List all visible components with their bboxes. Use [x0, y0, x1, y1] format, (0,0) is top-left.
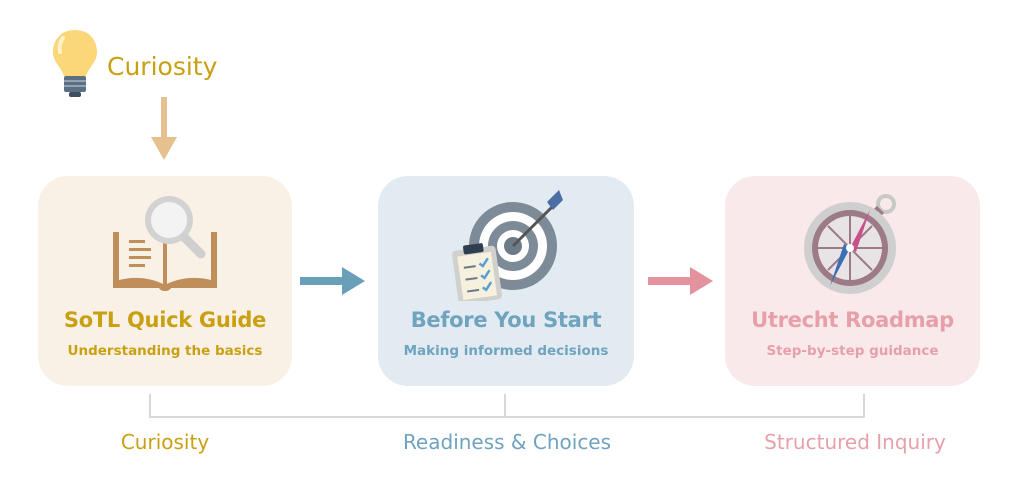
start-label: Curiosity — [107, 52, 218, 81]
phase-label-readiness: Readiness & Choices — [402, 430, 612, 454]
step-title: Before You Start — [410, 308, 602, 332]
step-title: Utrecht Roadmap — [751, 308, 954, 332]
right-arrow-blue — [300, 267, 365, 295]
target-clipboard-icon — [451, 190, 563, 301]
step-subtitle: Understanding the basics — [67, 343, 263, 359]
lightbulb-icon — [53, 30, 97, 97]
down-arrow — [151, 97, 177, 160]
phase-label-curiosity: Curiosity — [120, 430, 210, 454]
step-card-before-you-start[interactable]: Before You Start Making informed decisio… — [378, 176, 634, 386]
step-card-sotl-quick-guide[interactable]: SoTL Quick Guide Understanding the basic… — [38, 176, 292, 386]
phase-bracket — [149, 394, 865, 418]
step-card-utrecht-roadmap[interactable]: Utrecht Roadmap Step-by-step guidance — [725, 176, 980, 386]
step-title: SoTL Quick Guide — [63, 308, 267, 332]
right-arrow-pink — [648, 267, 713, 295]
step-subtitle: Step-by-step guidance — [766, 343, 939, 359]
book-magnifier-icon — [113, 196, 217, 291]
step-subtitle: Making informed decisions — [403, 343, 609, 359]
phase-label-structured-inquiry: Structured Inquiry — [764, 430, 946, 454]
compass-icon — [803, 194, 896, 294]
